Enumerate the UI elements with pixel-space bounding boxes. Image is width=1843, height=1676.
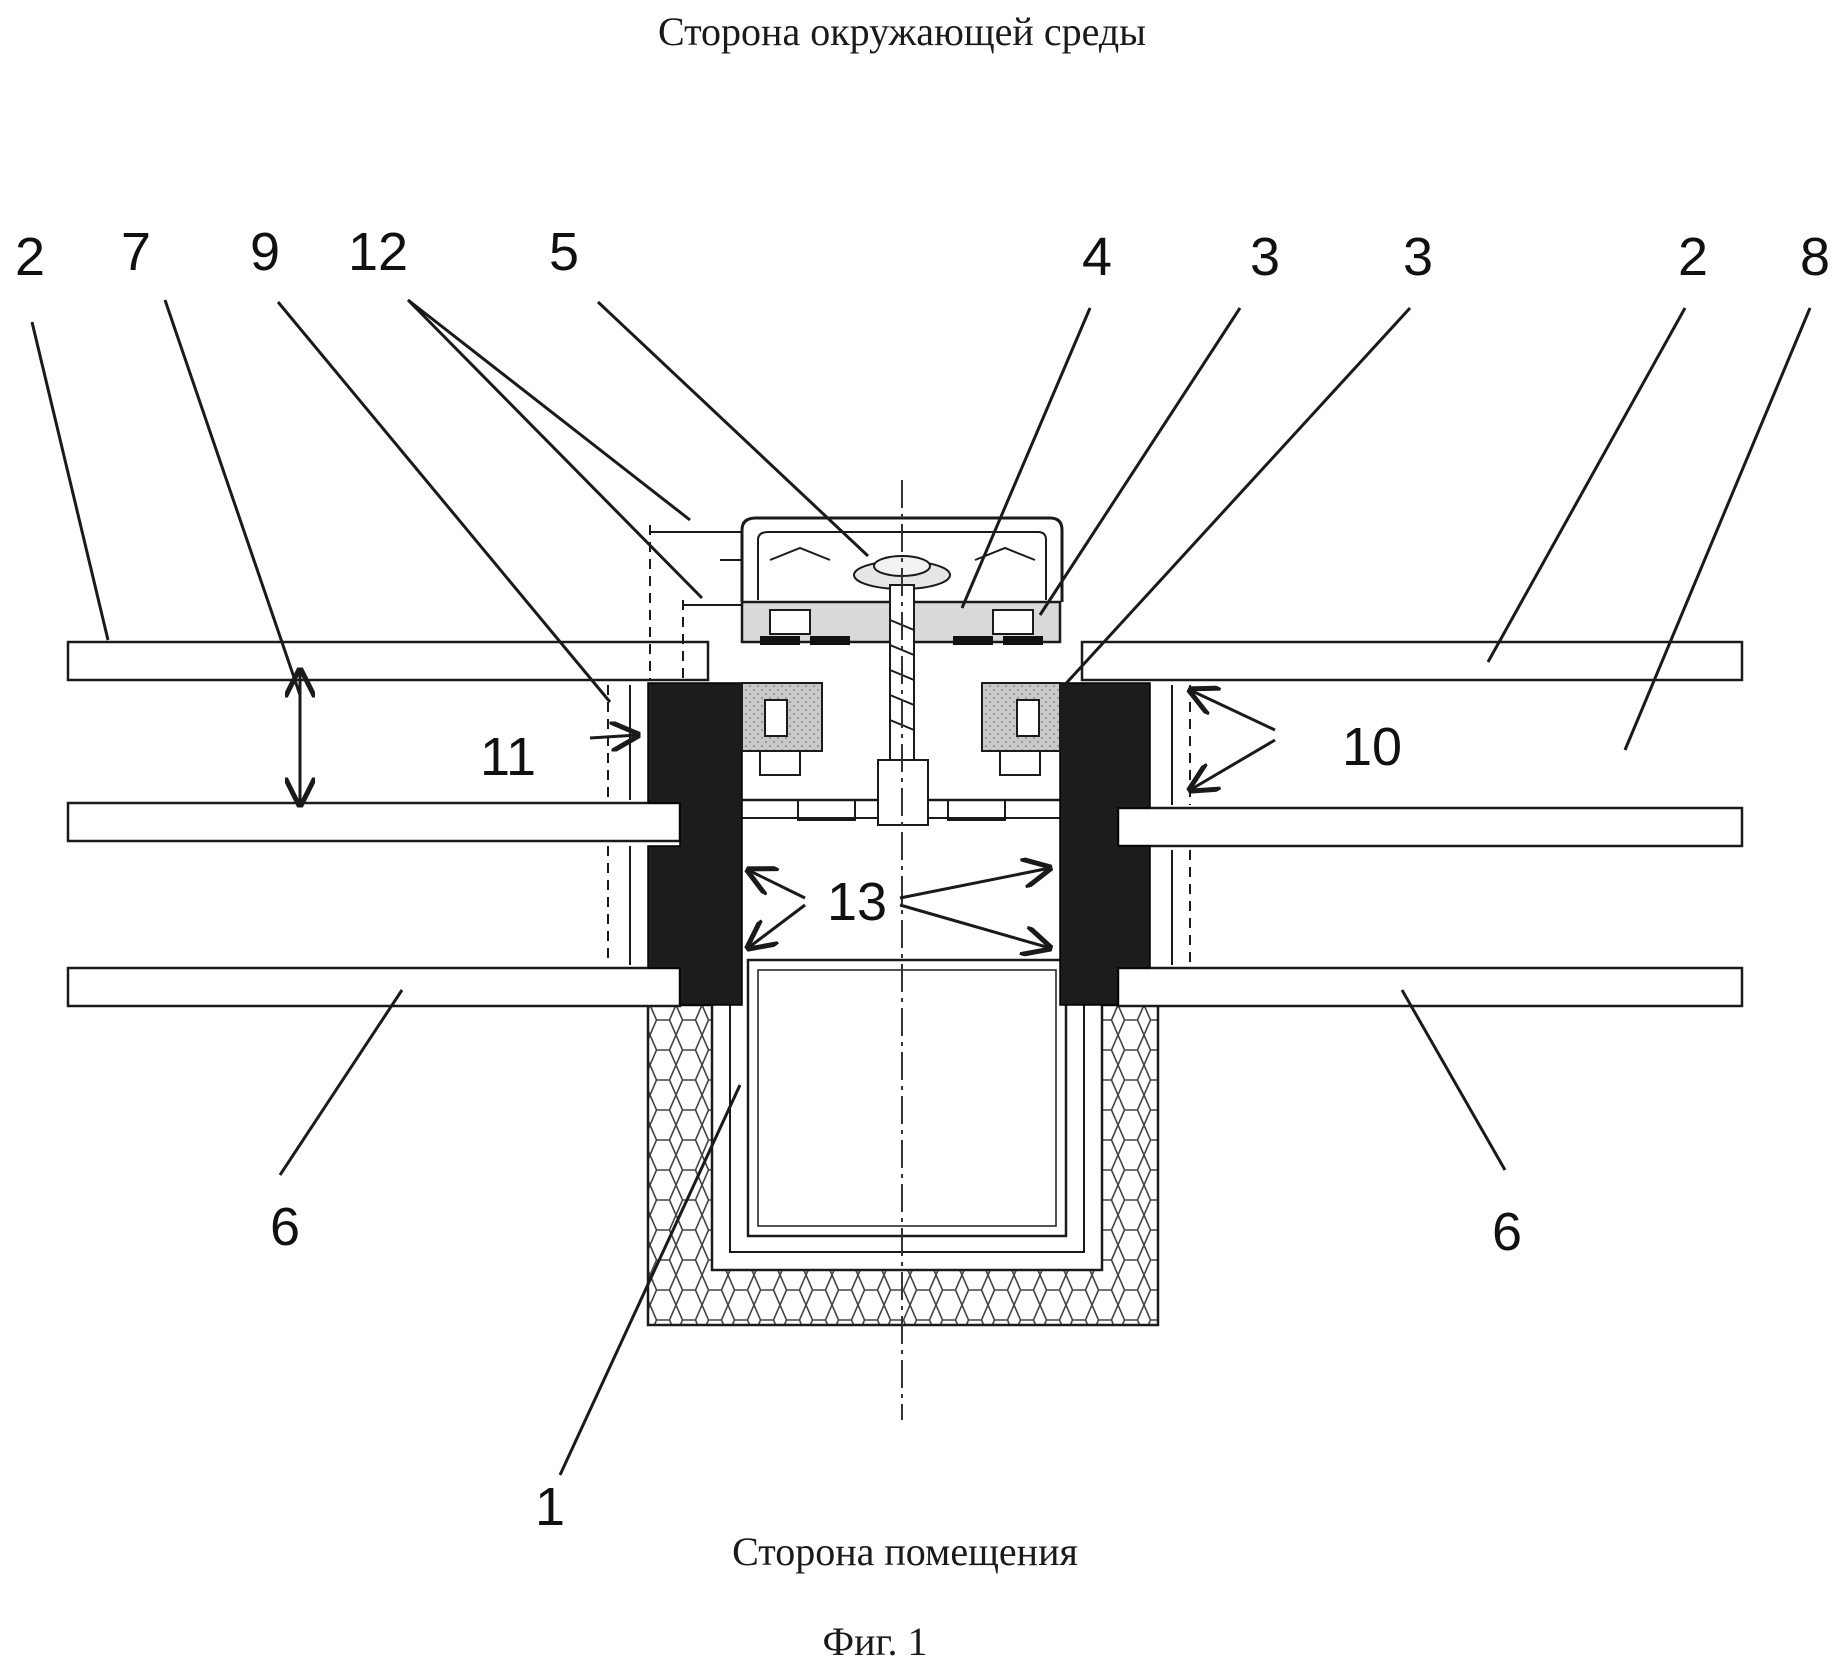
label-12-refs: [649, 525, 742, 680]
label-7: 7: [121, 222, 151, 282]
label-1: 1: [535, 1477, 565, 1537]
label-11: 11: [480, 727, 536, 787]
label-8: 8: [1800, 227, 1830, 287]
top-caption: Сторона окружающей среды: [658, 9, 1146, 54]
label-3-a: 3: [1250, 227, 1280, 287]
label-13: 13: [827, 872, 887, 932]
label-6-right: 6: [1492, 1202, 1522, 1262]
label-5: 5: [549, 222, 579, 282]
sealant-left: [647, 682, 743, 1006]
gaskets-inner: [741, 682, 1061, 776]
label-12: 12: [348, 222, 408, 282]
figure-caption: Фиг. 1: [823, 1619, 928, 1664]
label-6-left: 6: [270, 1197, 300, 1257]
label-2-right: 2: [1678, 227, 1708, 287]
label-4: 4: [1082, 227, 1112, 287]
main-profile: [710, 759, 1104, 1272]
glass-panes-right: [1080, 640, 1744, 1008]
label-3-b: 3: [1403, 227, 1433, 287]
bottom-caption: Сторона помещения: [732, 1529, 1078, 1574]
glass-panes-left: [66, 640, 710, 1008]
leader-lines: [30, 298, 1812, 1476]
sealant-right: [1059, 682, 1151, 1006]
label-10: 10: [1342, 717, 1402, 777]
label-2-left: 2: [15, 227, 45, 287]
label-9: 9: [250, 222, 280, 282]
